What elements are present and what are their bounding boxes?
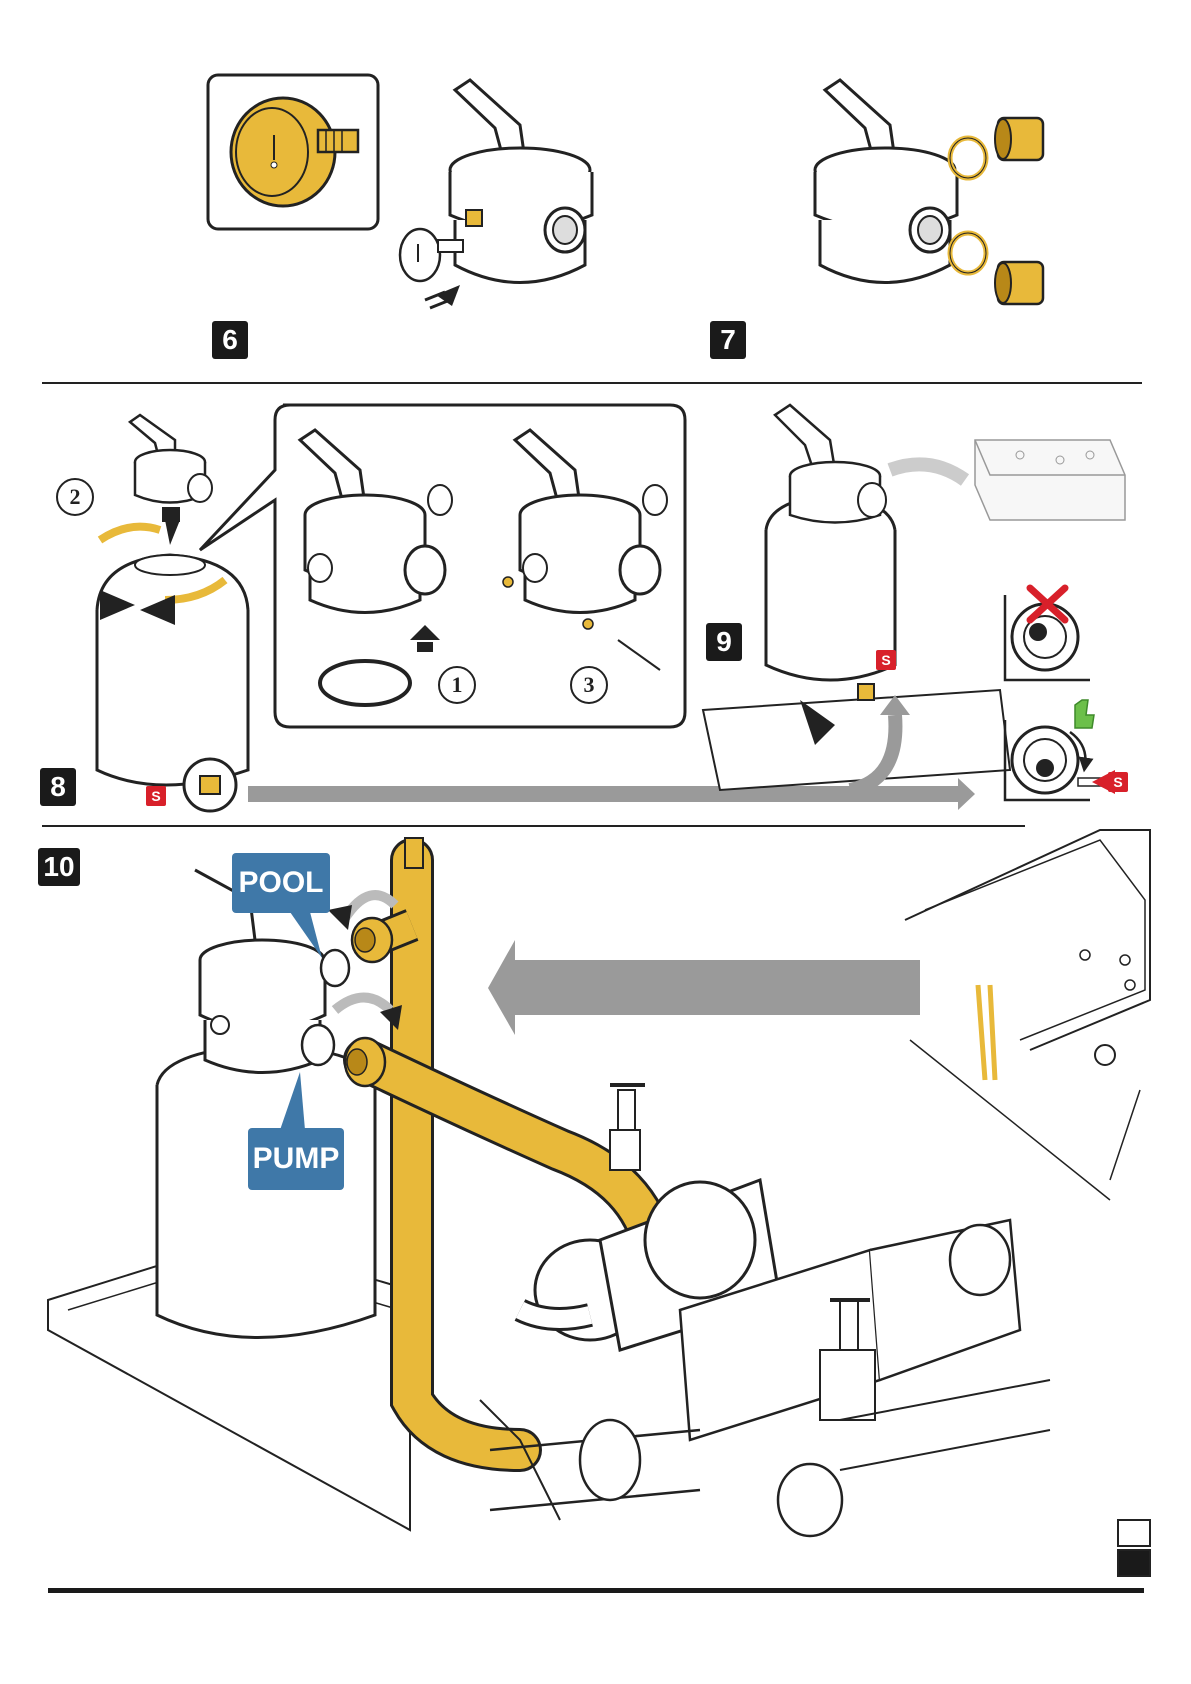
substep-number-3: 3 xyxy=(570,666,608,704)
connect-arrow-pump xyxy=(335,998,390,1011)
s-badge-orientation: S xyxy=(1108,772,1128,792)
step6-figure xyxy=(208,75,592,308)
pump-callout: PUMP xyxy=(248,1128,344,1190)
thumbs-up-icon xyxy=(1075,700,1094,728)
filter-tank-8 xyxy=(97,507,248,785)
substep-number-1: 1 xyxy=(438,666,476,704)
legend-square-white xyxy=(1118,1520,1150,1546)
step-number-7: 7 xyxy=(710,321,746,359)
s-badge-step9: S xyxy=(876,650,896,670)
multiport-valve-6 xyxy=(400,80,592,308)
flow-arrow-left xyxy=(488,940,920,1035)
multiport-valve-7 xyxy=(815,80,957,283)
step10-figure xyxy=(48,830,1150,1536)
equipment-box xyxy=(975,440,1125,520)
step-number-9: 9 xyxy=(706,623,742,661)
curved-gray-arrow-to-box xyxy=(890,464,965,480)
step-number-6: 6 xyxy=(212,321,248,359)
brass-fittings xyxy=(950,118,1043,304)
step-number-10: 10 xyxy=(38,848,80,886)
spa-tub-corner xyxy=(905,830,1150,1200)
base-tray xyxy=(703,690,1010,790)
step7-figure xyxy=(815,80,1043,304)
pool-callout: POOL xyxy=(232,853,330,913)
orientation-wrong xyxy=(1005,588,1090,680)
substep-number-2: 2 xyxy=(56,478,94,516)
footer-rule xyxy=(48,1588,1144,1593)
orientation-correct xyxy=(1005,700,1115,800)
connect-arrow-pool xyxy=(345,895,395,918)
step-number-8: 8 xyxy=(40,768,76,806)
step9-figure xyxy=(703,405,1125,800)
small-valve-8 xyxy=(130,415,212,503)
s-badge-step8: S xyxy=(146,786,166,806)
legend-square-black xyxy=(1118,1550,1150,1576)
filter-tank-10 xyxy=(157,870,375,1338)
